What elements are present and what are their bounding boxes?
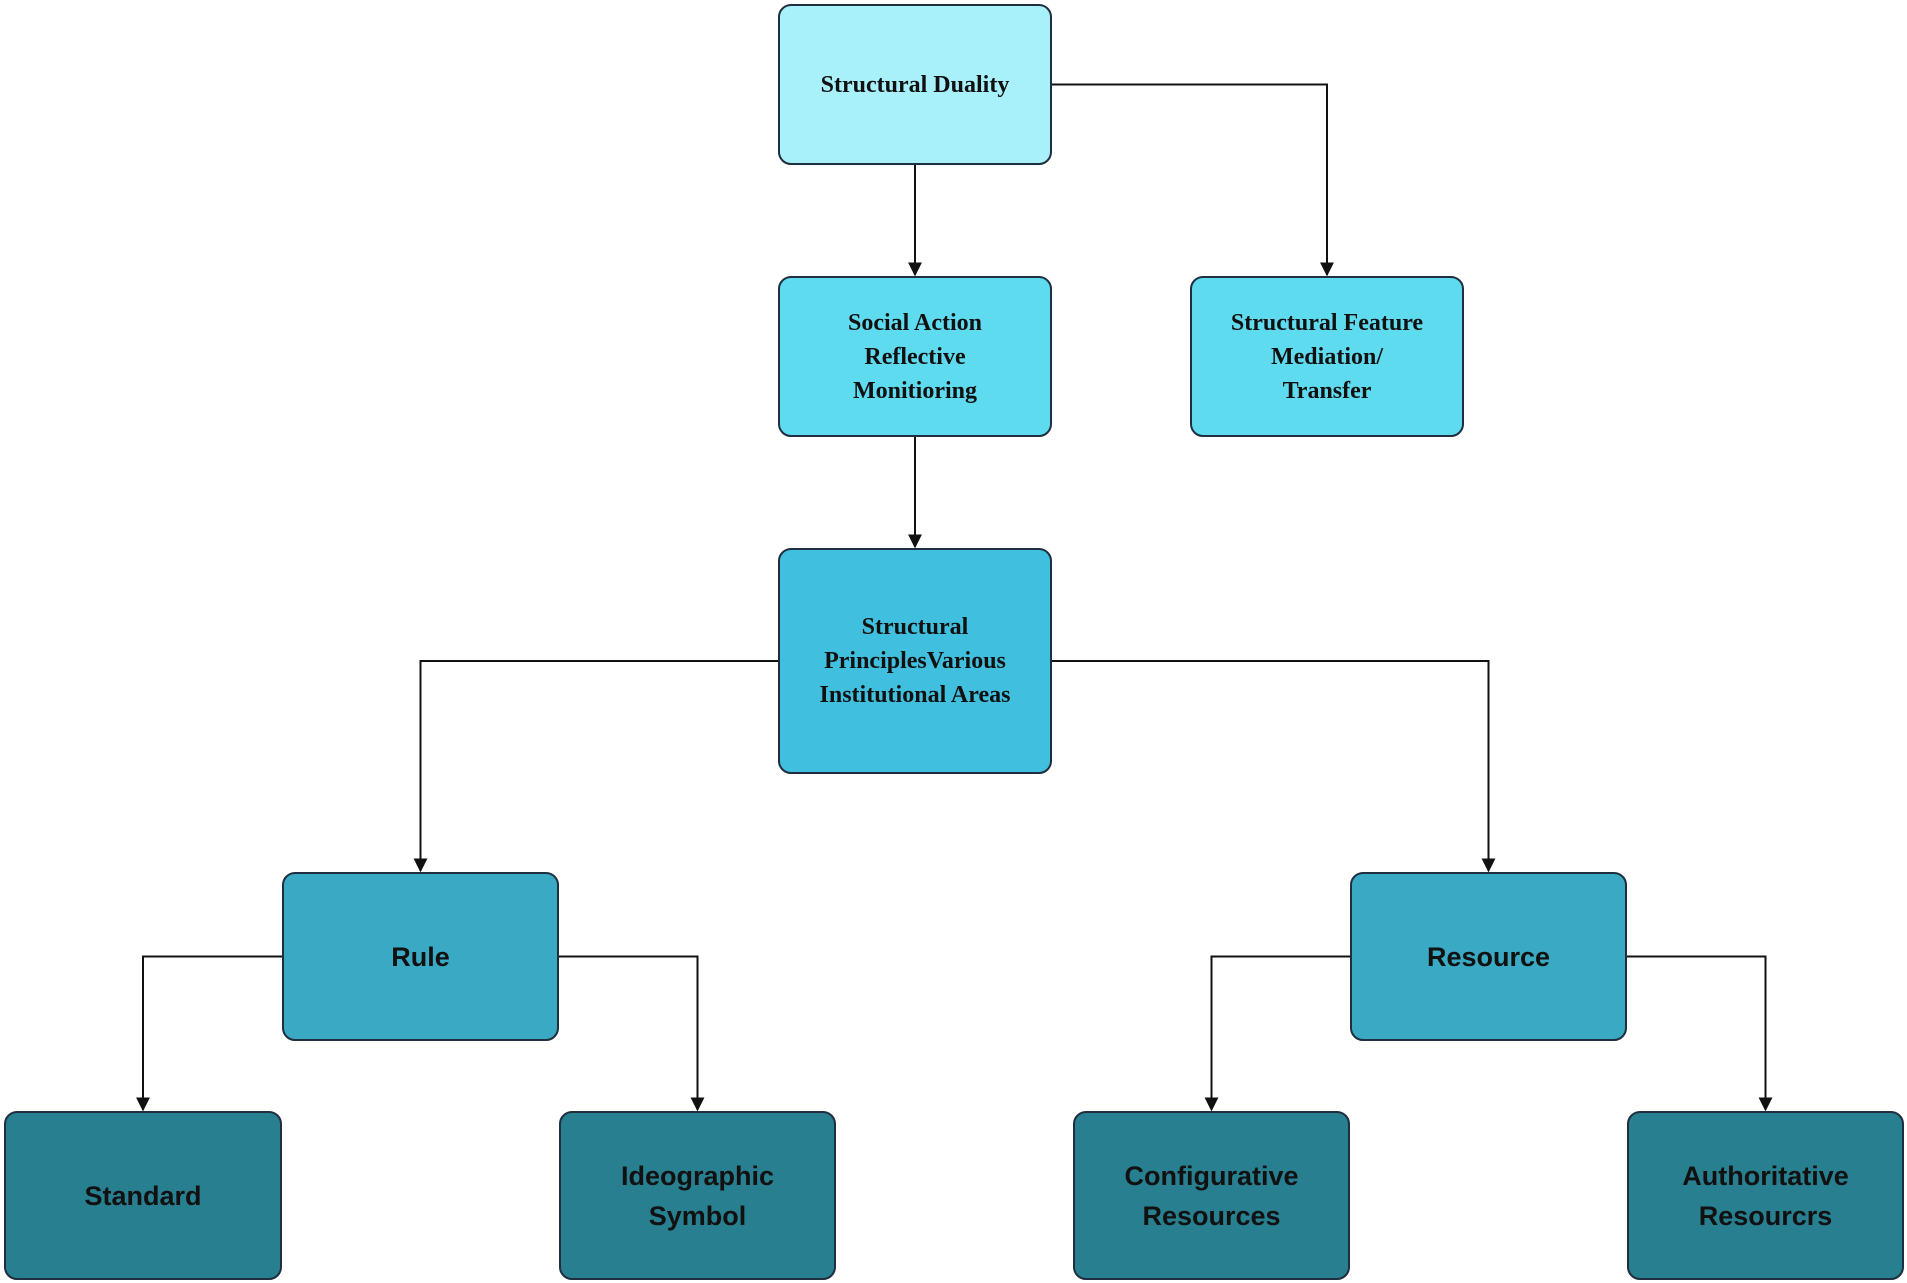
node-label: Structural Feature Mediation/ Transfer [1230,309,1424,404]
node-label: Configurative Resources [1124,1160,1299,1231]
node-label: Ideographic Symbol [620,1160,775,1231]
node-standard[interactable]: Standard [4,1111,282,1280]
node-ideographic-symbol[interactable]: Ideographic Symbol [559,1111,836,1280]
node-social-action[interactable]: Social Action Reflective Monitioring [778,276,1052,437]
node-rule[interactable]: Rule [282,872,559,1041]
connector-arrow [1052,660,1496,873]
connector-arrow [559,955,705,1112]
connector-arrow [1052,83,1334,277]
node-structural-feature[interactable]: Structural Feature Mediation/ Transfer [1190,276,1464,437]
node-structural-duality[interactable]: Structural Duality [778,4,1052,165]
connector-arrow [1627,955,1773,1112]
node-resource[interactable]: Resource [1350,872,1627,1041]
node-label: Structural PrinciplesVarious Institution… [819,614,1011,708]
node-label: Rule [391,941,450,972]
node-label: Resource [1426,941,1551,972]
node-label: Standard [84,1180,202,1211]
node-label: Authoritative Resourcrs [1682,1160,1849,1231]
node-label: Social Action Reflective Monitioring [847,309,982,404]
connector-arrow [413,660,778,873]
connector-arrow [136,955,282,1112]
connector-arrow [1204,955,1350,1112]
node-authoritative-resources[interactable]: Authoritative Resourcrs [1627,1111,1904,1280]
node-structural-principles[interactable]: Structural PrinciplesVarious Institution… [778,548,1052,774]
node-configurative-resources[interactable]: Configurative Resources [1073,1111,1350,1280]
node-label: Structural Duality [820,71,1010,98]
